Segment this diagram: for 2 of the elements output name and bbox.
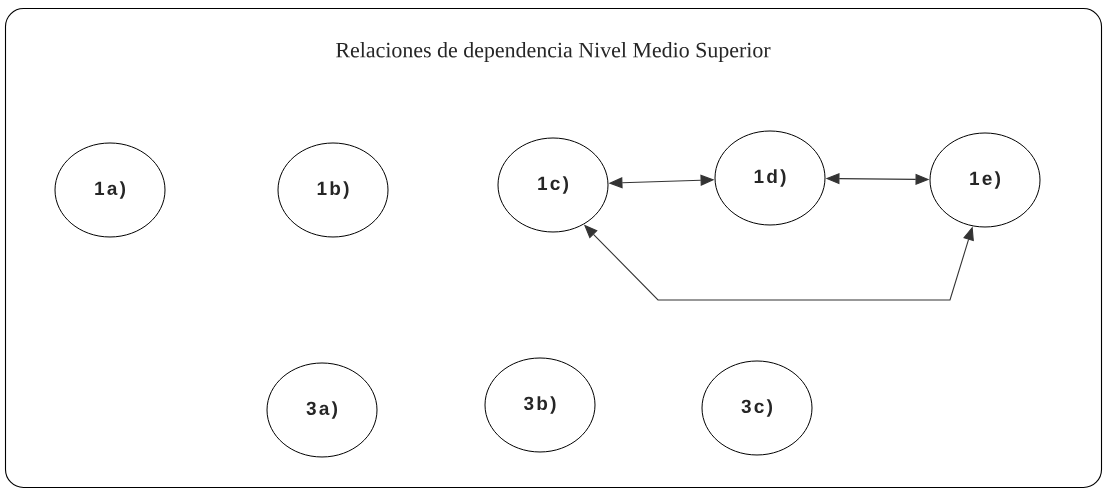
frame-box bbox=[4, 7, 1103, 489]
title: Relaciones de dependencia Nivel Medio Superior bbox=[336, 42, 771, 62]
